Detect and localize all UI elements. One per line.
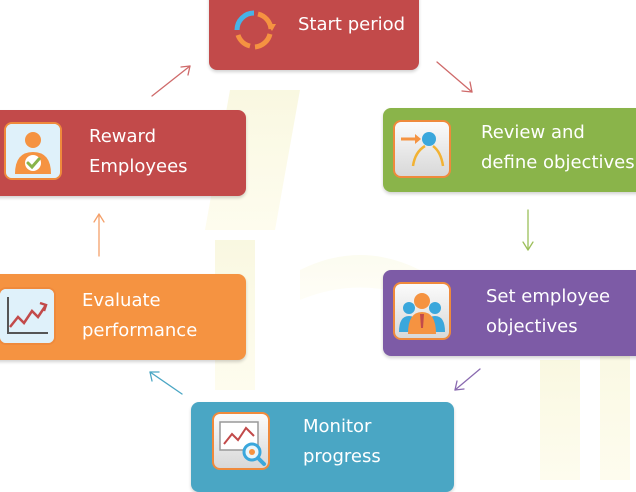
step-eval-line-2: performance xyxy=(82,320,198,341)
step-review-line-2: define objectives xyxy=(481,152,635,173)
step-monitor-line-1: Monitor xyxy=(303,416,372,437)
arrow-eval-to-reward xyxy=(93,213,105,257)
arrow-review-to-set xyxy=(522,209,534,251)
step-reward-line-1: Reward xyxy=(89,126,157,147)
target-icon xyxy=(393,120,451,178)
step-monitor-progress: Monitor progress xyxy=(191,402,454,492)
arrow-monitor-to-eval xyxy=(149,371,183,395)
step-reward-line-2: Employees xyxy=(89,156,188,177)
cycle-arrows xyxy=(93,61,534,395)
line-chart-icon xyxy=(0,287,56,345)
step-set-line-1: Set employee xyxy=(486,286,611,307)
step-review-line-1: Review and xyxy=(481,122,585,143)
arrow-set-to-monitor xyxy=(454,368,481,391)
team-icon xyxy=(393,282,451,340)
arrow-reward-to-start xyxy=(151,65,191,97)
person-check-icon xyxy=(4,122,62,180)
step-evaluate-performance: Evaluate performance xyxy=(0,274,246,360)
step-monitor-line-2: progress xyxy=(303,446,381,467)
step-start-line-1: Start period xyxy=(298,14,406,35)
step-review-define-objectives: Review and define objectives xyxy=(383,108,636,192)
step-eval-line-1: Evaluate xyxy=(82,290,161,311)
step-start-period: Start period xyxy=(209,0,419,70)
magnifier-chart-icon xyxy=(212,412,270,470)
cycle-icon xyxy=(225,0,283,58)
step-set-line-2: objectives xyxy=(486,316,578,337)
step-set-employee-objectives: Set employee objectives xyxy=(383,270,636,356)
step-reward-employees: Reward Employees xyxy=(0,110,246,196)
arrow-start-to-review xyxy=(436,61,473,93)
